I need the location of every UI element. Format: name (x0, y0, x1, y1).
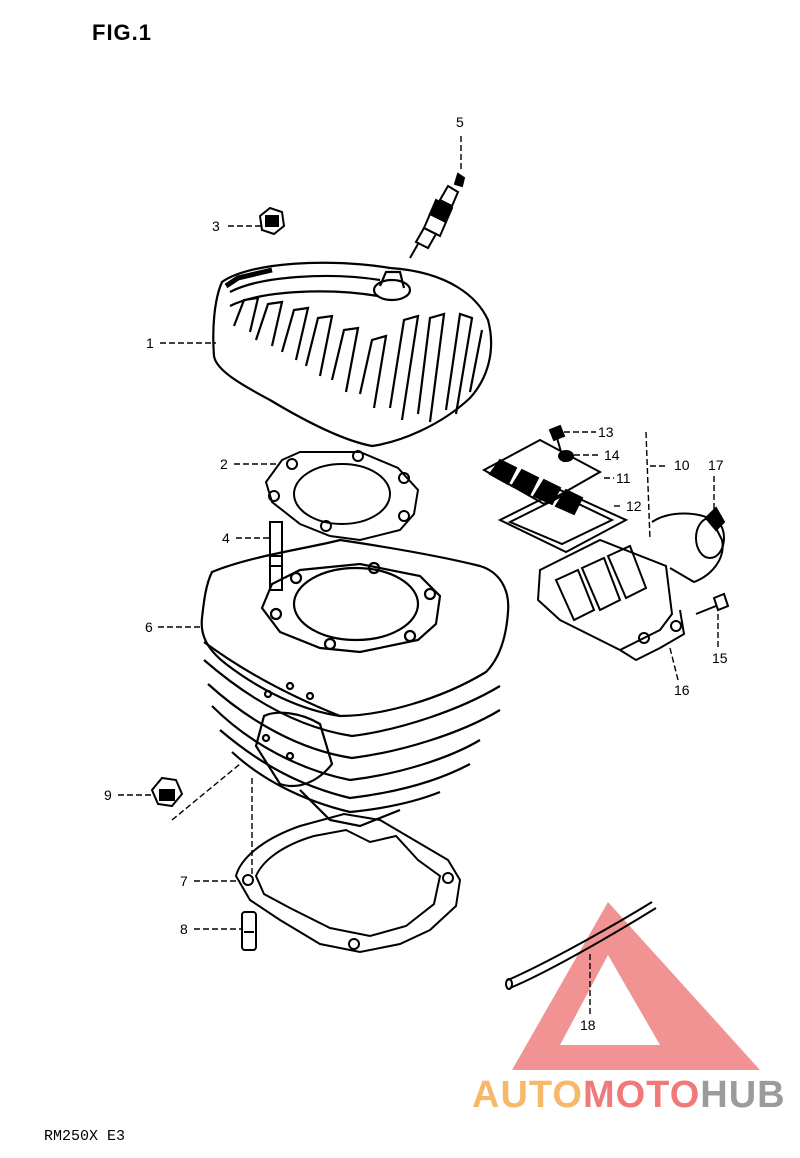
callout-11: 11 (616, 470, 631, 486)
callout-18: 18 (580, 1017, 596, 1033)
leader-lines (118, 136, 719, 1016)
washer-icon (558, 450, 574, 462)
callout-7: 7 (180, 873, 188, 889)
spark-plug-icon (409, 172, 466, 259)
watermark-logo-icon (512, 902, 760, 1070)
watermark-part-hub: HUB (700, 1074, 786, 1116)
watermark-part-moto: MOTO (582, 1074, 701, 1116)
callout-2: 2 (220, 456, 228, 472)
watermark-text: AUTOMOTOHUB (472, 1074, 786, 1117)
callout-13: 13 (598, 424, 614, 440)
watermark-part-auto: AUTO (472, 1074, 583, 1116)
dowel-pin-icon (241, 911, 257, 951)
reed-valve-assembly-icon (481, 438, 726, 662)
base-gasket-icon (234, 812, 462, 954)
callout-1: 1 (146, 335, 154, 351)
cylinder-head-icon (212, 261, 493, 448)
head-nut-icon (258, 206, 286, 236)
stud-icon (269, 521, 283, 591)
callout-15: 15 (712, 650, 728, 666)
breather-hose-icon (505, 901, 657, 990)
cylinder-icon (200, 538, 510, 828)
callout-17: 17 (708, 457, 724, 473)
callout-12: 12 (626, 498, 642, 514)
callout-6: 6 (145, 619, 153, 635)
callout-10: 10 (674, 457, 690, 473)
callout-14: 14 (604, 447, 620, 463)
head-gasket-icon (264, 450, 420, 542)
cylinder-nut-icon (150, 776, 184, 808)
model-code: RM250X E3 (44, 1128, 126, 1145)
bolt-icon (695, 592, 730, 615)
callout-labels: 1 2 3 4 5 6 7 8 9 10 11 12 13 14 15 16 1… (104, 114, 728, 1033)
callout-8: 8 (180, 921, 188, 937)
callout-9: 9 (104, 787, 112, 803)
callout-4: 4 (222, 530, 230, 546)
callout-3: 3 (212, 218, 220, 234)
callout-5: 5 (456, 114, 464, 130)
callout-16: 16 (674, 682, 690, 698)
figure-title: FIG.1 (92, 20, 153, 45)
